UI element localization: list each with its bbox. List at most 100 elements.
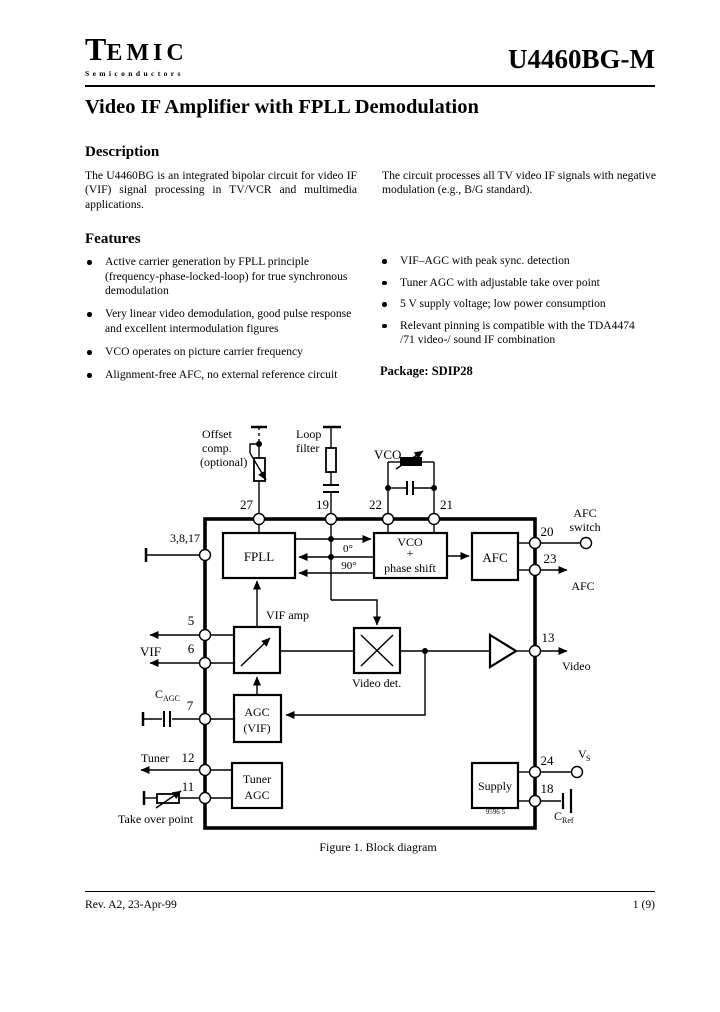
vif-label: VIF bbox=[140, 644, 161, 659]
inductor-icon bbox=[400, 457, 422, 466]
left-pins bbox=[198, 548, 212, 805]
description-col-right: The circuit processes all TV video IF si… bbox=[382, 169, 656, 197]
buffer-amp-icon bbox=[488, 633, 519, 669]
pin-23-label: 23 bbox=[544, 551, 557, 566]
tuner-agc-label-2: AGC bbox=[244, 788, 269, 802]
right-pins bbox=[528, 536, 542, 808]
phase-0-label: 0° bbox=[343, 543, 353, 555]
pin-21-label: 21 bbox=[440, 497, 453, 512]
vco-block-label-1: VCO bbox=[397, 535, 423, 549]
brand-name: TEMIC bbox=[85, 31, 188, 68]
drawing-number: 9596 5 bbox=[486, 808, 506, 816]
pin-13-label: 13 bbox=[542, 630, 555, 645]
package-line: Package: SDIP28 bbox=[380, 364, 473, 379]
cref-label-sub: Ref bbox=[562, 816, 574, 825]
vco-block-label-3: phase shift bbox=[384, 561, 436, 575]
vif-amp-wiring bbox=[210, 580, 261, 664]
video-det-label: Video det. bbox=[352, 676, 401, 690]
description-col-left: The U4460BG is an integrated bipolar cir… bbox=[85, 169, 357, 211]
ic-outline bbox=[203, 517, 537, 830]
feature-text: Tuner AGC with adjustable take over poin… bbox=[400, 275, 600, 289]
loop-filter-circuit bbox=[323, 425, 341, 513]
pin-11 bbox=[198, 791, 212, 805]
afc-wiring bbox=[447, 542, 530, 571]
pin-27-label: 27 bbox=[240, 497, 254, 512]
brand-initial: T bbox=[85, 31, 107, 67]
pin-27 bbox=[252, 512, 266, 526]
features-heading: Features bbox=[85, 231, 141, 247]
package-label: Package: bbox=[380, 364, 429, 378]
pin-5 bbox=[198, 628, 212, 642]
feature-item: VCO operates on picture carrier frequenc… bbox=[85, 345, 361, 360]
supply-wiring bbox=[518, 771, 530, 802]
fpll-label: FPLL bbox=[244, 549, 274, 564]
vco-ext-label: VCO bbox=[374, 447, 401, 462]
offset-comp-label-3: (optional) bbox=[200, 455, 247, 469]
pin-18-label: 18 bbox=[541, 781, 554, 796]
feature-item: Relevant pinning is compatible with the … bbox=[380, 319, 658, 348]
pin-12 bbox=[198, 763, 212, 777]
pin-7-label: 7 bbox=[187, 698, 194, 713]
afc-block bbox=[470, 531, 520, 582]
brand-logo: TEMIC Semiconductors bbox=[85, 31, 188, 78]
feature-text: Active carrier generation by FPLL princi… bbox=[105, 255, 348, 298]
feature-item: VIF–AGC with peak sync. detection bbox=[380, 254, 658, 269]
features-list-left: Active carrier generation by FPLL princi… bbox=[85, 255, 361, 391]
pin-11-label: 11 bbox=[182, 779, 195, 794]
feature-text: Alignment-free AFC, no external referenc… bbox=[105, 368, 338, 382]
block-diagram: Offset comp. (optional) Loop filter bbox=[118, 425, 601, 854]
vs-terminal-icon bbox=[570, 765, 584, 779]
feature-text: Relevant pinning is compatible with the … bbox=[400, 318, 635, 347]
pin-18 bbox=[528, 794, 542, 808]
footer-page-number: 1 (9) bbox=[632, 898, 655, 911]
description-heading: Description bbox=[85, 144, 160, 160]
cref-label: C bbox=[554, 809, 562, 823]
supply-label: Supply bbox=[478, 779, 512, 793]
pin-24-label: 24 bbox=[541, 753, 555, 768]
agc-vif-block bbox=[232, 693, 283, 744]
pin-22-label: 22 bbox=[369, 497, 382, 512]
agc-label-2: (VIF) bbox=[243, 721, 270, 735]
feature-text: Very linear video demodulation, good pul… bbox=[105, 307, 352, 335]
vco-tank-circuit bbox=[385, 450, 437, 513]
feature-text: VCO operates on picture carrier frequenc… bbox=[105, 344, 303, 358]
agc-label-1: AGC bbox=[244, 705, 269, 719]
pin-24 bbox=[528, 765, 542, 779]
header-rule bbox=[85, 85, 655, 87]
pin-5-label: 5 bbox=[188, 613, 195, 628]
take-over-point-label: Take over point bbox=[118, 812, 194, 826]
afc-block-label: AFC bbox=[482, 550, 507, 565]
gain-arrow-icon bbox=[240, 637, 271, 667]
brand-rest: EMIC bbox=[106, 40, 188, 66]
afc-switch-terminal-icon bbox=[579, 536, 593, 550]
vs-label: V bbox=[578, 747, 587, 761]
package-value: SDIP28 bbox=[428, 364, 473, 378]
pin-3-8-17-label: 3,8,17 bbox=[170, 531, 200, 545]
ground-terminal bbox=[144, 548, 199, 562]
feature-text: VIF–AGC with peak sync. detection bbox=[400, 254, 570, 267]
tuner-label: Tuner bbox=[141, 751, 169, 765]
pin-6 bbox=[198, 656, 212, 670]
bullet-icon bbox=[380, 276, 400, 291]
feature-item: 5 V supply voltage; low power consumptio… bbox=[380, 297, 658, 312]
fpll-vco-wiring bbox=[258, 524, 435, 626]
pin-23 bbox=[528, 563, 542, 577]
vif-input-arrows bbox=[149, 631, 199, 667]
bullet-icon bbox=[85, 255, 105, 299]
bullet-icon bbox=[85, 368, 105, 383]
features-list-right: VIF–AGC with peak sync. detection Tuner … bbox=[380, 254, 658, 355]
brand-subtitle: Semiconductors bbox=[85, 69, 184, 78]
resistor-icon bbox=[325, 447, 337, 473]
video-path bbox=[285, 633, 529, 719]
bullet-icon bbox=[85, 345, 105, 360]
offset-comp-label-1: Offset bbox=[202, 427, 232, 441]
cagc-label: C bbox=[155, 687, 163, 701]
fpll-block bbox=[221, 531, 297, 580]
footer-revision: Rev. A2, 23-Apr-99 bbox=[85, 898, 177, 911]
tuner-agc-wiring bbox=[210, 769, 232, 799]
feature-item: Tuner AGC with adjustable take over poin… bbox=[380, 276, 658, 291]
afc-out-label: AFC bbox=[571, 579, 594, 593]
pin-19-label: 19 bbox=[316, 497, 329, 512]
top-pins bbox=[252, 512, 441, 526]
